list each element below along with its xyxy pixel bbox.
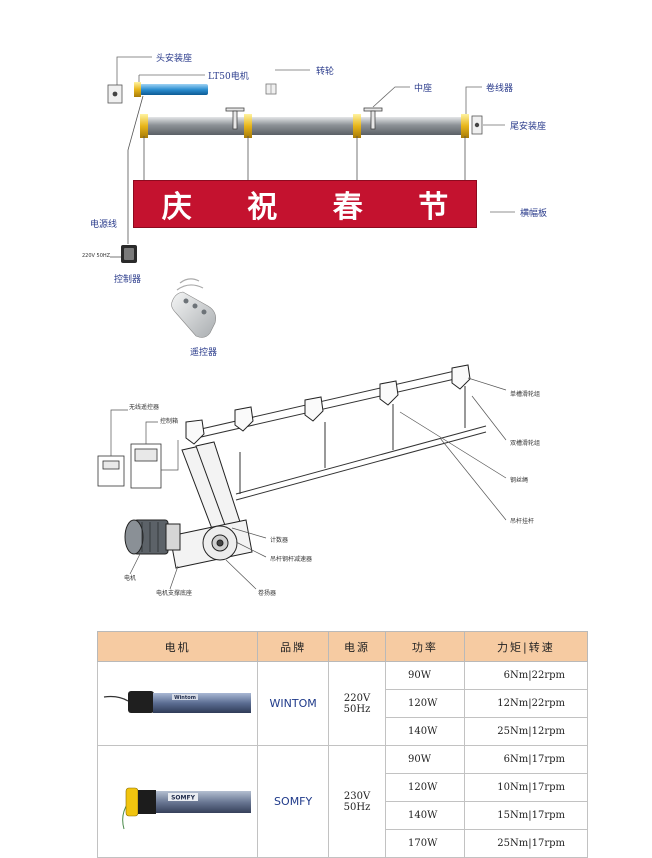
roller-bar (140, 107, 483, 181)
power-cell: 140W (385, 801, 465, 830)
label-winder: 卷线器 (486, 84, 514, 94)
label-remote: 遥控器 (190, 348, 218, 358)
banner-char-2: 祝 (247, 190, 278, 225)
label-winch: 卷扬器 (258, 590, 277, 597)
torque-cell: 25Nm|17rpm (463, 829, 589, 858)
banner-char-1: 庆 (161, 190, 192, 225)
label-control-box: 控制箱 (160, 418, 179, 425)
head-mount-bracket (107, 84, 123, 104)
header-power: 功率 (385, 631, 465, 662)
somfy-motor-label: SOMFY (171, 795, 195, 802)
voltage-wintom: 220V 50Hz (328, 661, 387, 746)
header-power-supply: 电源 (328, 631, 387, 662)
wintom-motor-label: Wintom (174, 695, 196, 701)
label-steel-wire: 钢丝绳 (510, 477, 529, 484)
banner-char-3: 春 (332, 190, 363, 225)
label-double-pulley: 双槽滑轮组 (510, 440, 541, 447)
torque-cell: 6Nm|17rpm (463, 745, 589, 774)
table-header-row: 电机 品牌 电源 功率 力矩|转速 (96, 631, 589, 662)
label-single-pulley: 单槽滑轮组 (510, 391, 541, 398)
table-row: Wintom WINTOM 220V 50Hz 90W 6Nm|22rpm (96, 661, 589, 746)
label-drum: 吊杆钢杆减速器 (270, 556, 313, 563)
label-power-cable: 电源线 (90, 220, 118, 230)
banner-char-4: 节 (418, 190, 449, 225)
header-torque-speed: 力矩|转速 (463, 631, 589, 662)
voltage-somfy: 230V 50Hz (328, 745, 387, 858)
power-cell: 120W (385, 689, 465, 718)
label-head-mount: 头安装座 (156, 54, 193, 64)
label-tail-mount: 尾安装座 (510, 122, 547, 132)
wintom-motor-image: Wintom (96, 661, 259, 746)
label-motor-base: 电机支撑底座 (156, 590, 193, 597)
torque-cell: 15Nm|17rpm (463, 801, 589, 830)
brand-somfy: SOMFY (257, 745, 330, 858)
torque-cell: 12Nm|22rpm (463, 689, 589, 718)
banner-board: 庆 祝 春 节 (133, 180, 477, 228)
winch-system-diagram (97, 364, 507, 590)
motor-spec-table: 电机 品牌 电源 功率 力矩|转速 Wintom (96, 631, 589, 858)
torque-cell: 10Nm|17rpm (463, 773, 589, 802)
somfy-motor-icon: SOMFY (122, 787, 251, 830)
power-cell: 170W (385, 829, 465, 858)
label-voltage: 220V 50HZ (82, 253, 111, 259)
label-lt50-motor: LT50电机 (208, 72, 249, 82)
power-cell: 140W (385, 717, 465, 746)
label-middle-mount: 中座 (414, 84, 433, 94)
label-motor-mid: 电机 (124, 575, 137, 582)
wintom-motor-icon: Wintom (103, 691, 251, 713)
label-banner-board: 横幅板 (520, 209, 548, 219)
power-cell: 90W (385, 745, 465, 774)
torque-cell: 6Nm|22rpm (463, 661, 589, 690)
power-cell: 120W (385, 773, 465, 802)
wheel-part (265, 83, 277, 95)
torque-cell: 25Nm|12rpm (463, 717, 589, 746)
power-cell: 90W (385, 661, 465, 690)
label-wheel: 转轮 (316, 67, 335, 77)
label-flag-pole: 吊杆挂杆 (510, 518, 535, 525)
header-brand: 品牌 (257, 631, 330, 662)
table-row: 120W 12Nm|22rpm (98, 689, 589, 718)
label-wireless-remote: 无线遥控器 (129, 404, 160, 411)
brand-wintom: WINTOM (257, 661, 330, 746)
banner-system-diagram (107, 56, 515, 338)
remote-control-icon (171, 278, 216, 338)
lt50-motor (134, 82, 208, 97)
header-motor: 电机 (96, 631, 259, 662)
table-row: SOMFY SOMFY 230V 50Hz 90W 6Nm|17rpm (96, 745, 589, 858)
controller-box (121, 245, 137, 263)
label-counter: 计数器 (270, 537, 289, 544)
label-controller: 控制器 (114, 275, 142, 285)
somfy-motor-image: SOMFY (96, 745, 259, 858)
